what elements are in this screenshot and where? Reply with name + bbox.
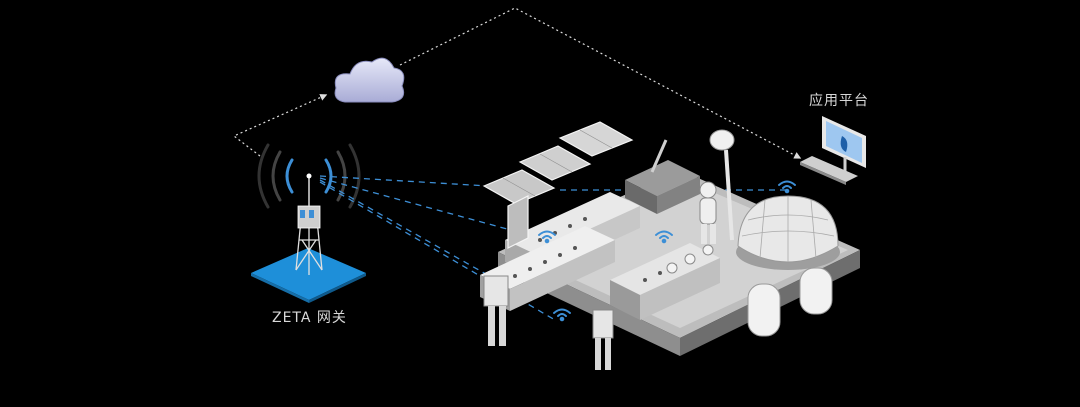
machinery [625,139,700,214]
platform-label: 应用平台 [809,93,869,109]
uplink-path [232,7,802,159]
cloud-icon [334,57,405,103]
dome-greenhouse-icon [736,195,840,337]
gateway-label: ZETA 网关 [272,310,347,326]
gateway-tower-icon [251,173,366,303]
solar-panel-icon [482,121,634,249]
wifi-icon [538,180,796,322]
astronaut-icon [699,181,717,244]
satellite-dish-icon [709,129,735,241]
robot-icon [483,275,614,370]
monitor-icon [800,116,866,185]
